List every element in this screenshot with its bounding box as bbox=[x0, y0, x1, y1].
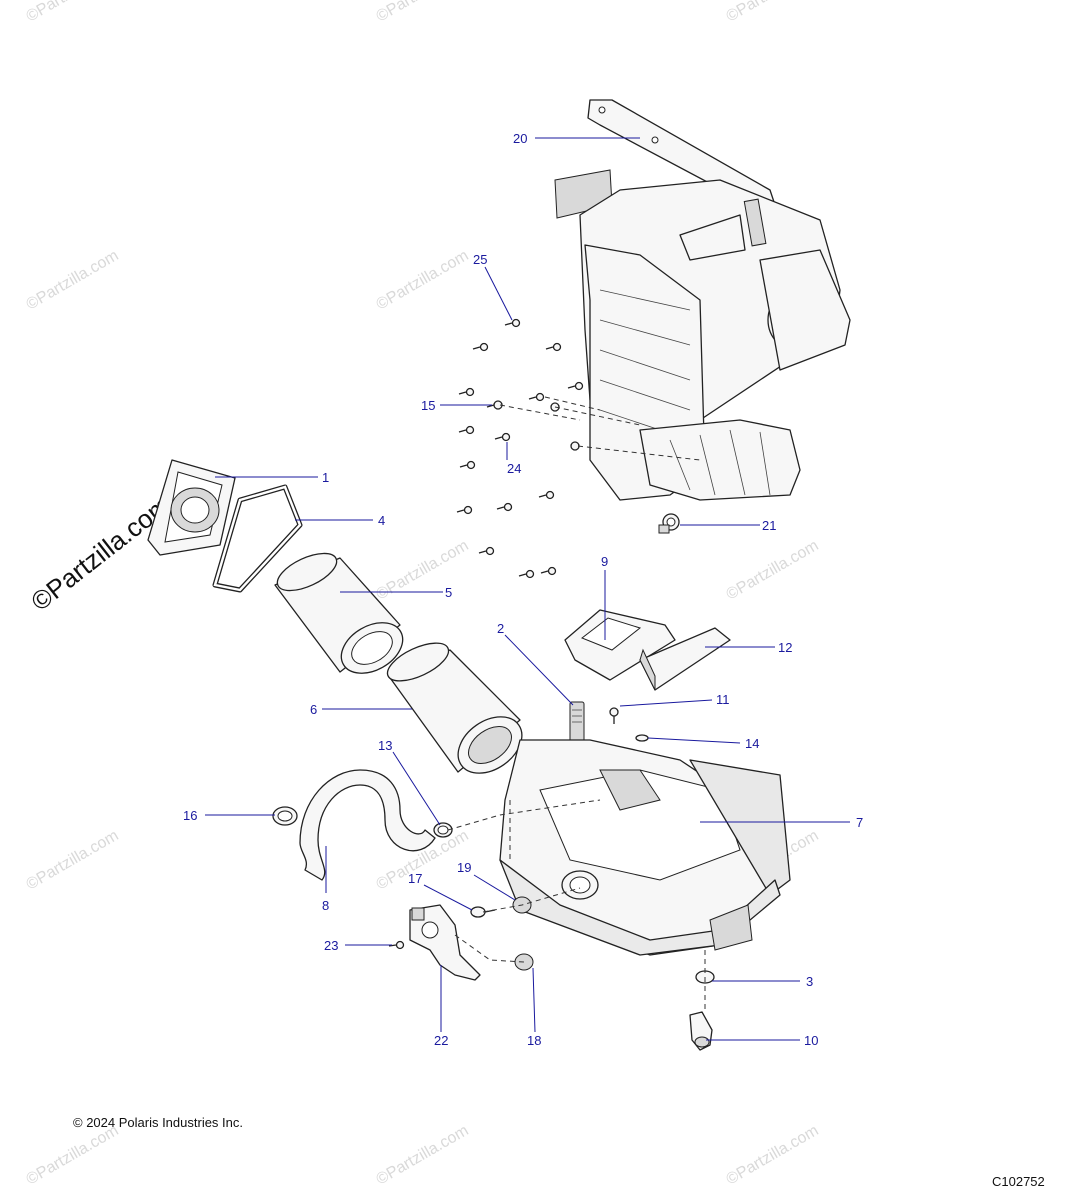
part-12-foam-block bbox=[639, 627, 731, 691]
bolt-icon bbox=[504, 318, 521, 328]
watermark: ©Partzilla.com bbox=[24, 827, 122, 893]
bolt-icon bbox=[458, 425, 475, 435]
callout-2: 2 bbox=[497, 621, 504, 636]
bolt-icon bbox=[567, 381, 584, 391]
part-16-clamp bbox=[272, 806, 298, 826]
callout-20: 20 bbox=[513, 131, 527, 146]
leader-lines bbox=[205, 137, 850, 1041]
callout-4: 4 bbox=[378, 513, 385, 528]
watermark: ©Partzilla.com bbox=[374, 1122, 472, 1188]
callout-19: 19 bbox=[457, 860, 471, 875]
part-5-filter-element bbox=[274, 552, 404, 674]
part-22-valve bbox=[409, 904, 481, 981]
callout-21: 21 bbox=[762, 518, 776, 533]
watermark: ©Partzilla.com bbox=[724, 0, 822, 25]
copyright-text: © 2024 Polaris Industries Inc. bbox=[73, 1115, 243, 1130]
assembly-line bbox=[454, 934, 525, 963]
watermark: ©Partzilla.com bbox=[724, 1122, 822, 1188]
bolt-icon bbox=[528, 392, 545, 402]
part-8-hose bbox=[299, 769, 436, 881]
callout-7: 7 bbox=[856, 815, 863, 830]
part-14-washer bbox=[635, 734, 649, 742]
callout-18: 18 bbox=[527, 1033, 541, 1048]
callout-9: 9 bbox=[601, 554, 608, 569]
bolt-icon bbox=[540, 566, 557, 576]
watermark: ©Partzilla.com bbox=[374, 537, 472, 603]
watermark: ©Partzilla.com bbox=[374, 0, 472, 25]
bolt-icon bbox=[456, 505, 473, 515]
callout-6: 6 bbox=[310, 702, 317, 717]
part-18-grommet bbox=[514, 953, 534, 971]
assembly-line bbox=[482, 887, 581, 913]
watermark: ©Partzilla.com bbox=[724, 537, 822, 603]
part-9-cover-plate bbox=[564, 609, 676, 681]
callout-23: 23 bbox=[324, 938, 338, 953]
part-7-lower-airbox bbox=[499, 739, 791, 956]
fastener-bolts bbox=[456, 318, 701, 579]
bolt-icon bbox=[472, 342, 489, 352]
bolt-icon bbox=[538, 490, 555, 500]
callout-10: 10 bbox=[804, 1033, 818, 1048]
watermark: ©Partzilla.com bbox=[24, 0, 122, 25]
drawing-code: C102752 bbox=[992, 1174, 1045, 1189]
part-20-bracket-and-upper-housing bbox=[554, 99, 851, 501]
callout-15: 15 bbox=[421, 398, 435, 413]
bolt-icon bbox=[570, 441, 580, 451]
callout-8: 8 bbox=[322, 898, 329, 913]
callout-17: 17 bbox=[408, 871, 422, 886]
callout-16: 16 bbox=[183, 808, 197, 823]
part-4-gasket bbox=[212, 484, 303, 593]
watermark: ©Partzilla.com bbox=[374, 247, 472, 313]
part-23-screw bbox=[388, 940, 405, 950]
callout-12: 12 bbox=[778, 640, 792, 655]
part-1-filter-cover bbox=[147, 459, 236, 556]
bolt-icon bbox=[494, 432, 511, 442]
part-11-screw bbox=[609, 707, 619, 724]
callout-14: 14 bbox=[745, 736, 759, 751]
callout-25: 25 bbox=[473, 252, 487, 267]
bolt-icon bbox=[486, 400, 503, 410]
callout-5: 5 bbox=[445, 585, 452, 600]
callout-11: 11 bbox=[716, 692, 730, 707]
bolt-icon bbox=[496, 502, 513, 512]
callout-22: 22 bbox=[434, 1033, 448, 1048]
bolt-icon bbox=[458, 387, 475, 397]
callout-24: 24 bbox=[507, 461, 521, 476]
part-10-drain-valve bbox=[689, 1011, 713, 1051]
assembly-line bbox=[447, 799, 601, 831]
watermark: ©Partzilla.com bbox=[24, 1122, 122, 1188]
callout-3: 3 bbox=[806, 974, 813, 989]
bolt-icon bbox=[518, 569, 535, 579]
part-21-clamp bbox=[658, 513, 680, 534]
bolt-icon bbox=[459, 460, 476, 470]
watermark-logo: ©Partzilla.com bbox=[25, 490, 176, 617]
part-6-pre-filter bbox=[386, 642, 523, 774]
callout-13: 13 bbox=[378, 738, 392, 753]
callouts: 20 25 15 24 1 4 21 9 5 2 12 11 6 14 13 1… bbox=[183, 131, 863, 1048]
callout-1: 1 bbox=[322, 470, 329, 485]
watermark: ©Partzilla.com bbox=[24, 247, 122, 313]
bolt-icon bbox=[545, 342, 562, 352]
bolt-icon bbox=[478, 546, 495, 556]
